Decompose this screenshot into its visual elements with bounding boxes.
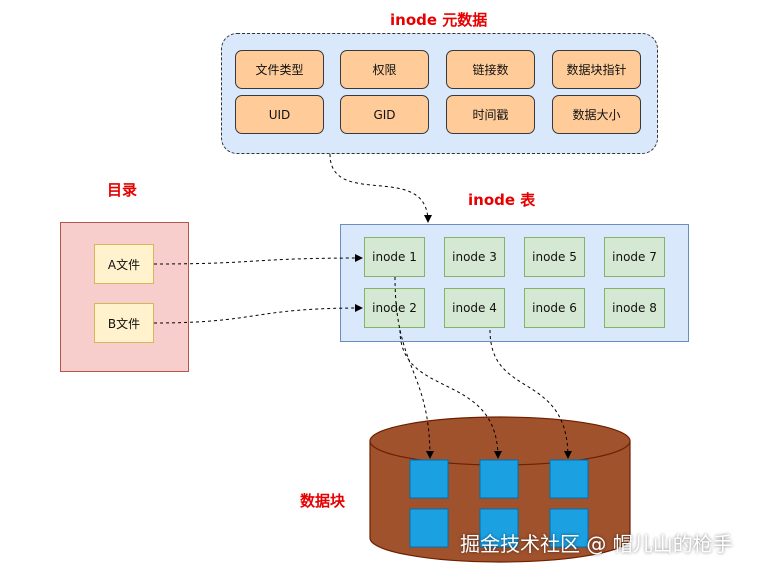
data-block xyxy=(549,459,589,499)
inode-entry-1: inode 1 xyxy=(364,237,425,277)
inode-to-block-arrow xyxy=(394,276,434,459)
meta-field-permissions: 权限 xyxy=(340,50,429,89)
inode-entry-2: inode 2 xyxy=(364,288,425,328)
inode-table-title: inode 表 xyxy=(468,191,536,209)
inode-entry-4: inode 4 xyxy=(444,288,505,328)
inode-to-block-arrow xyxy=(489,329,572,459)
inode-to-block-arrow xyxy=(399,329,502,459)
file-b-to-inode-2-arrow xyxy=(153,304,363,324)
meta-field-uid: UID xyxy=(235,95,324,134)
data-block xyxy=(479,508,519,548)
data-block xyxy=(409,508,449,548)
directory-title: 目录 xyxy=(107,181,138,199)
directory-file-b: B文件 xyxy=(94,303,154,343)
meta-to-table-arrow xyxy=(329,153,432,223)
meta-field-data-size: 数据大小 xyxy=(552,95,641,134)
meta-field-timestamp: 时间戳 xyxy=(446,95,535,134)
data-block xyxy=(479,459,519,499)
inode-entry-7: inode 7 xyxy=(604,237,665,277)
inode-entry-6: inode 6 xyxy=(524,288,585,328)
inode-entry-8: inode 8 xyxy=(604,288,665,328)
inode-entry-5: inode 5 xyxy=(524,237,585,277)
watermark-text: 掘金技术社区 @ 帽儿山的枪手 xyxy=(460,532,733,556)
inode-entry-3: inode 3 xyxy=(444,237,505,277)
meta-field-gid: GID xyxy=(340,95,429,134)
meta-field-file-type: 文件类型 xyxy=(235,50,324,89)
data-block xyxy=(409,459,449,499)
meta-field-link-count: 链接数 xyxy=(446,50,535,89)
directory-file-a: A文件 xyxy=(94,244,154,284)
file-a-to-inode-1-arrow xyxy=(153,254,363,265)
meta-field-block-pointers: 数据块指针 xyxy=(552,50,641,89)
data-block xyxy=(549,508,589,548)
inode-meta-title: inode 元数据 xyxy=(390,11,488,29)
data-blocks-title: 数据块 xyxy=(300,492,346,510)
